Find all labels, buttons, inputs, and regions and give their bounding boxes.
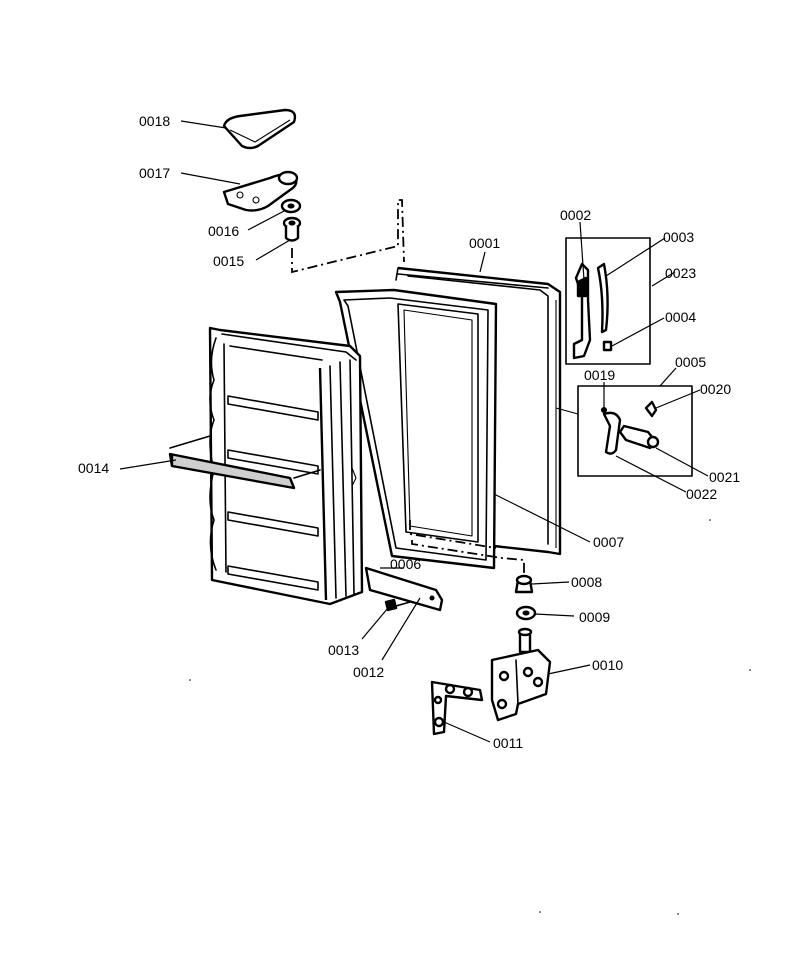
part-labels: 0018 0017 0016 0015 0001 0002 0003 0023 … — [78, 113, 740, 751]
shelf-bar-part — [168, 435, 321, 490]
label-0002: 0002 — [560, 207, 591, 223]
label-0021: 0021 — [709, 469, 740, 485]
label-0011: 0011 — [493, 735, 523, 751]
label-0014: 0014 — [78, 460, 109, 476]
label-0003: 0003 — [663, 229, 694, 245]
label-0010: 0010 — [592, 657, 623, 673]
bottom-hinge-part — [490, 627, 552, 722]
label-0016: 0016 — [208, 223, 239, 239]
label-0012: 0012 — [353, 664, 384, 680]
label-0017: 0017 — [139, 165, 170, 181]
label-0022: 0022 — [686, 486, 717, 502]
latch-kit-box — [555, 385, 693, 477]
label-0009: 0009 — [579, 609, 610, 625]
top-hinge-plate-part — [222, 170, 299, 212]
bushing-bottom-part — [514, 574, 534, 594]
label-0005: 0005 — [675, 354, 706, 370]
label-0004: 0004 — [665, 309, 696, 325]
hinge-plate-part — [430, 680, 484, 736]
washer-top-part — [280, 198, 302, 214]
bottom-bracket-part — [364, 566, 444, 612]
door-outer-panel — [208, 326, 364, 606]
leader-lines — [119, 120, 709, 743]
label-0006: 0006 — [390, 556, 421, 572]
label-0019: 0019 — [584, 367, 615, 383]
door-gasket-part — [334, 288, 498, 570]
scan-specks — [189, 519, 751, 915]
top-hinge-axis — [291, 199, 405, 274]
label-0023: 0023 — [665, 265, 696, 281]
label-0008: 0008 — [571, 574, 602, 590]
pin-part — [395, 601, 411, 607]
hinge-cover-part — [222, 108, 297, 150]
label-0018: 0018 — [139, 113, 170, 129]
inner-door-panel-part — [395, 266, 562, 556]
label-0007: 0007 — [593, 534, 624, 550]
label-0001: 0001 — [469, 235, 500, 251]
bottom-hinge-axis — [411, 540, 525, 576]
label-0015: 0015 — [213, 253, 244, 269]
washer-bottom-part — [515, 605, 537, 621]
label-0020: 0020 — [700, 381, 731, 397]
bushing-top-part — [282, 216, 302, 242]
handle-kit-box — [565, 237, 651, 365]
label-0013: 0013 — [328, 642, 359, 658]
screw-part — [384, 598, 398, 612]
